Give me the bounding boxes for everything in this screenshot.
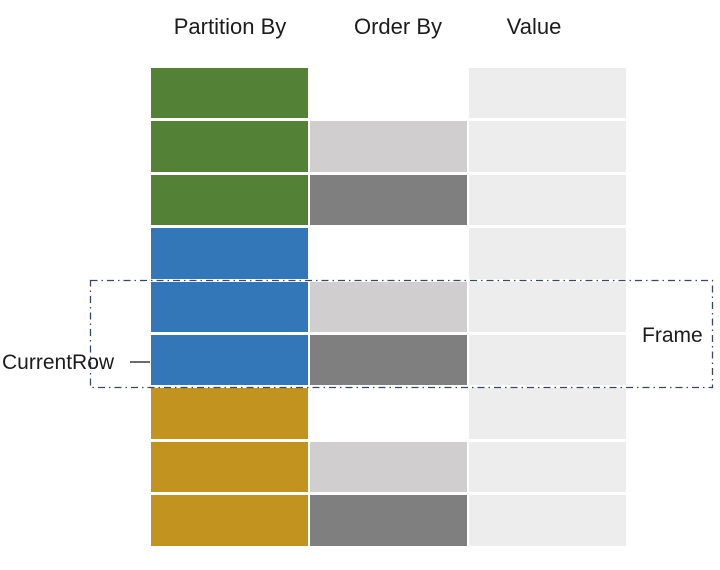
column-header-partition-by: Partition By [173, 14, 287, 39]
partition-cell [151, 228, 308, 279]
value-cell [469, 335, 626, 386]
partition-cell [151, 441, 308, 493]
value-cell [469, 174, 626, 226]
value-cell [469, 68, 626, 119]
partition-cell [151, 68, 308, 119]
order-cell [310, 441, 467, 493]
partition-cell [151, 495, 308, 546]
partition-cell [151, 388, 308, 439]
column-header-order-by: Order By [353, 14, 443, 39]
value-cell [469, 388, 626, 439]
order-cell [310, 121, 467, 172]
partition-cell [151, 335, 308, 386]
frame-label: Frame [642, 324, 703, 347]
order-cell [310, 495, 467, 546]
partition-cell [151, 174, 308, 226]
column-header-value: Value [506, 14, 562, 39]
value-cell [469, 441, 626, 493]
order-cell [310, 174, 467, 226]
value-cell [469, 281, 626, 332]
value-cell [469, 228, 626, 279]
order-cell [310, 335, 467, 386]
order-cell [310, 281, 467, 332]
partition-cell [151, 281, 308, 332]
value-cell [469, 121, 626, 172]
current-row-label: CurrentRow [2, 351, 115, 374]
partition-cell [151, 121, 308, 172]
value-cell [469, 495, 626, 546]
